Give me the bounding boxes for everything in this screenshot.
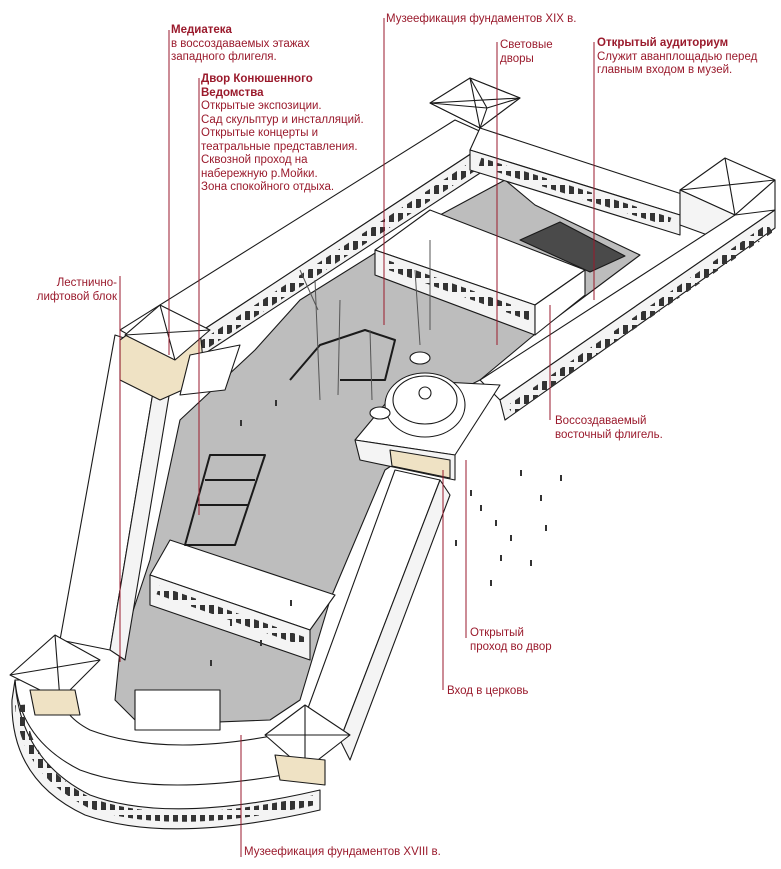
label-courtyard-line: Зона спокойного отдыха.: [201, 181, 335, 193]
stair-lift-block: [119, 304, 241, 401]
label-open-passage-line: проход во двор: [470, 640, 552, 653]
label-light-courts-line: дворы: [500, 52, 534, 65]
label-courtyard-line: набережную р.Мойки.: [201, 167, 318, 180]
label-museum-xviii-text: Музеефикация фундаментов XVIII в.: [244, 846, 441, 858]
building-complex: [9, 77, 776, 830]
people-figures: [210, 400, 562, 666]
label-museum-xix: Музеефикация фундаментов XIX в.: [386, 13, 576, 27]
courtyard-pavilion: [134, 689, 221, 731]
label-open-passage-line: Открытый: [470, 627, 524, 639]
label-east-wing-line: Воссоздаваемый: [555, 415, 647, 427]
label-stair-lift: Лестнично- лифтовой блок: [35, 277, 117, 304]
label-light-courts: Световые дворы: [500, 39, 553, 66]
trees: [299, 240, 431, 401]
label-open-passage: Открытый проход во двор: [470, 627, 552, 654]
label-church-entrance: Вход в церковь: [447, 685, 528, 699]
leader-lines: [119, 18, 595, 857]
foundation-outlines: [184, 329, 396, 546]
label-courtyard-line: Открытые экспозиции.: [201, 100, 322, 112]
label-mediateka-line: в воссоздаваемых этажах: [171, 37, 310, 50]
label-church-entrance-text: Вход в церковь: [447, 685, 529, 697]
north-pavilion: [429, 77, 521, 129]
label-east-wing: Воссоздаваемый восточный флигель.: [555, 415, 663, 442]
label-stair-lift-line: лифтовой блок: [36, 290, 117, 303]
east-wing-upper: [469, 127, 701, 236]
label-museum-xviii: Музеефикация фундаментов XVIII в.: [244, 846, 441, 860]
label-mediateka-line: западного флигеля.: [171, 51, 277, 63]
south-block: [149, 539, 336, 661]
label-mediateka: Медиатека в воссоздаваемых этажах западн…: [171, 24, 310, 65]
label-courtyard-line: Открытые концерты и: [201, 127, 319, 139]
label-courtyard-line: театральные представления.: [201, 140, 358, 153]
south-east-pavilion: [264, 704, 351, 786]
label-museum-xix-text: Музеефикация фундаментов XIX в.: [386, 13, 577, 25]
label-auditorium: Открытый аудиториум Служит аванплощадью …: [597, 37, 757, 78]
label-stair-lift-line: Лестнично-: [56, 277, 117, 289]
label-courtyard-title: Ведомства: [201, 86, 264, 99]
label-east-wing-line: восточный флигель.: [555, 428, 663, 441]
central-pavilion: [354, 351, 501, 481]
label-courtyard-line: Сквозной проход на: [201, 154, 308, 166]
north-wing: [119, 119, 501, 376]
label-courtyard-line: Сад скульптур и инсталляций.: [201, 113, 364, 126]
light-court: [519, 221, 626, 273]
label-courtyard-title: Двор Конюшенного: [201, 73, 313, 85]
label-mediateka-title: Медиатека: [171, 24, 232, 36]
label-auditorium-line: главным входом в музей.: [597, 64, 733, 76]
label-auditorium-line: Служит аванплощадью перед: [597, 50, 758, 63]
label-courtyard: Двор Конюшенного Ведомства Открытые эксп…: [201, 73, 364, 195]
south-west-pavilion: [9, 634, 101, 716]
east-wing-lower: [479, 209, 776, 421]
label-light-courts-line: Световые: [500, 39, 553, 51]
label-auditorium-title: Открытый аудиториум: [597, 37, 729, 49]
